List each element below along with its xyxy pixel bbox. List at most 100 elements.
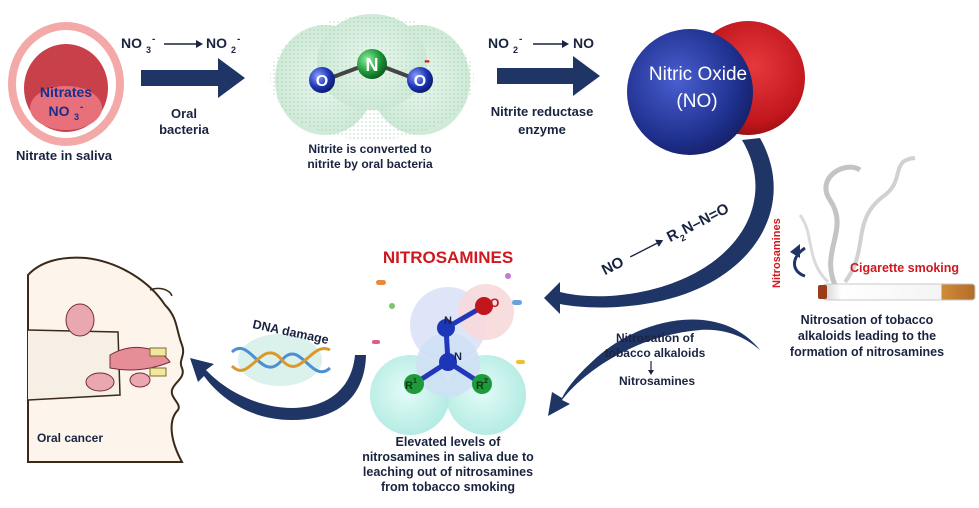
nitrite-atom-n: N <box>366 55 379 75</box>
reaction2: NO 2 - NO Nitrite reductase enzyme <box>488 34 600 137</box>
formation-curved-arrow <box>544 138 774 314</box>
reaction2-to: NO <box>573 35 594 51</box>
nitrosamine-label-o: O <box>490 296 499 310</box>
nitrosamine-label-r1: R <box>405 380 413 392</box>
tobacco-path-line3: Nitrosamines <box>619 374 695 388</box>
smoking-caption-line3: formation of nitrosamines <box>790 345 944 359</box>
formation-product-sub: 2 <box>678 232 687 243</box>
nitrite-oxygen-right <box>407 67 433 93</box>
smoking-side-label: Nitrosamines <box>771 218 783 288</box>
reaction1-to: NO <box>206 35 227 51</box>
tobacco-path-line2: tobacco alkaloids <box>605 346 706 360</box>
nitrite-caption-line1: Nitrite is converted to <box>308 142 431 156</box>
nitrosamine-label-r1-sup: 1 <box>413 378 417 385</box>
no-nitrogen-sphere <box>627 29 753 155</box>
nitrite-oxygen-left <box>309 67 335 93</box>
nitrosamine-label-n1: N <box>444 315 452 327</box>
reaction1-agent-line1: Oral <box>171 106 197 121</box>
reaction2-from-sup: - <box>519 34 522 45</box>
dna-curved-arrow <box>190 355 366 420</box>
reaction2-from: NO <box>488 35 509 51</box>
reaction2-agent-line1: Nitrite reductase <box>491 104 594 119</box>
parotid-gland <box>65 303 95 337</box>
smoking-caption-line2: alkaloids leading to the <box>798 329 936 343</box>
dna-strand-2 <box>230 346 331 372</box>
nitrosamine-atom-r1 <box>404 374 424 394</box>
reaction1-to-sub: 2 <box>231 45 236 55</box>
smoke-wisp-3 <box>798 214 830 284</box>
reaction1-from: NO <box>121 35 142 51</box>
mouth-no3-text: NO <box>49 103 70 119</box>
pill-decoration <box>389 303 395 309</box>
smoking-label: Cigarette smoking <box>850 261 959 275</box>
nitric-oxide-spheres: Nitric Oxide (NO) <box>627 21 805 155</box>
tobacco-path-line1: Nitrosation of <box>616 331 695 345</box>
reaction1-from-sub: 3 <box>146 45 151 55</box>
cigarette-body <box>822 283 976 301</box>
smoke-curl-arrowhead <box>790 244 800 258</box>
nitrosamine-atom-n2 <box>439 353 457 371</box>
reaction1-to-sup: - <box>237 34 240 45</box>
submandibular-gland <box>85 372 115 392</box>
reaction1-from-sup: - <box>152 34 155 45</box>
nitrite-caption-line2: nitrite by oral bacteria <box>307 157 433 171</box>
dna-cell <box>238 334 322 386</box>
formation-product-rest: N–N=O <box>679 200 732 238</box>
mouth-caption: Nitrate in saliva <box>16 148 113 163</box>
cigarette-illustration <box>790 156 976 301</box>
reaction1: NO 3 - NO 2 - Oral bacteria <box>121 34 245 137</box>
cigarette-ember <box>818 285 827 299</box>
no-label-line1: Nitric Oxide <box>649 64 747 85</box>
nitrite-charge: - <box>424 50 430 70</box>
reaction1-small-arrowhead <box>196 40 203 48</box>
nitrite-atom-o-left: O <box>316 73 328 90</box>
formation-small-arrow <box>629 242 658 258</box>
mouth-no3-sup: - <box>80 102 83 113</box>
nitrosamine-atom-o <box>475 297 493 315</box>
dna-illustration <box>230 334 332 386</box>
nitrosamine-label-r2-sup: 2 <box>484 378 488 385</box>
reaction2-agent-line2: enzyme <box>518 122 566 137</box>
nitrosamines-title: NITROSAMINES <box>383 248 513 267</box>
pill-decoration <box>376 280 386 285</box>
reaction2-from-sub: 2 <box>513 45 518 55</box>
pill-decoration <box>516 360 525 364</box>
tobacco-curved-arrow <box>548 319 760 416</box>
oral-cancer-label: Oral cancer <box>37 431 103 445</box>
nitrosamine-label-r2: R <box>476 380 484 392</box>
lower-teeth <box>149 367 167 377</box>
smoke-wisp-2 <box>843 156 916 284</box>
nitrosamines-caption-line2: nitrosamines in saliva due to <box>362 450 534 464</box>
mouth-no3-sub: 3 <box>74 112 79 122</box>
nitrosamines-molecule: N O N R 1 R 2 <box>370 273 526 435</box>
formation-small-arrowhead <box>655 239 664 247</box>
nitrosamine-label-n2: N <box>454 351 462 363</box>
no-label-line2: (NO) <box>676 91 717 112</box>
nitrite-atom-o-right: O <box>414 73 426 90</box>
nitrite-nitrogen <box>357 49 387 79</box>
eye <box>149 287 173 297</box>
pill-decoration <box>372 340 380 344</box>
mouth-nitrates-text: Nitrates <box>40 84 92 100</box>
nitrosamine-atom-n1 <box>437 319 455 337</box>
reaction1-block-arrow <box>141 58 245 98</box>
sublingual-gland <box>129 372 151 388</box>
oral-cancer-illustration <box>27 256 185 463</box>
smoking-caption-line1: Nitrosation of tobacco <box>801 313 934 327</box>
mouth-tongue <box>30 86 102 130</box>
nitrite-molecule: O N O - <box>270 14 474 140</box>
tobacco-path-small-arrowhead <box>648 370 654 375</box>
formation-reactant: NO <box>599 253 627 279</box>
reaction2-small-arrowhead <box>562 40 569 48</box>
smoke-curl-arrow <box>793 246 806 278</box>
nitrosamine-atom-r2 <box>472 374 492 394</box>
reaction2-block-arrow <box>497 56 600 96</box>
pill-decoration <box>505 273 511 279</box>
smoke-wisp-1 <box>823 164 862 286</box>
nitrosamines-caption-line1: Elevated levels of <box>396 435 502 449</box>
pill-decoration <box>512 300 522 305</box>
reaction1-agent-line2: bacteria <box>159 122 210 137</box>
mouth-illustration: Nitrates NO 3 - <box>8 22 124 146</box>
